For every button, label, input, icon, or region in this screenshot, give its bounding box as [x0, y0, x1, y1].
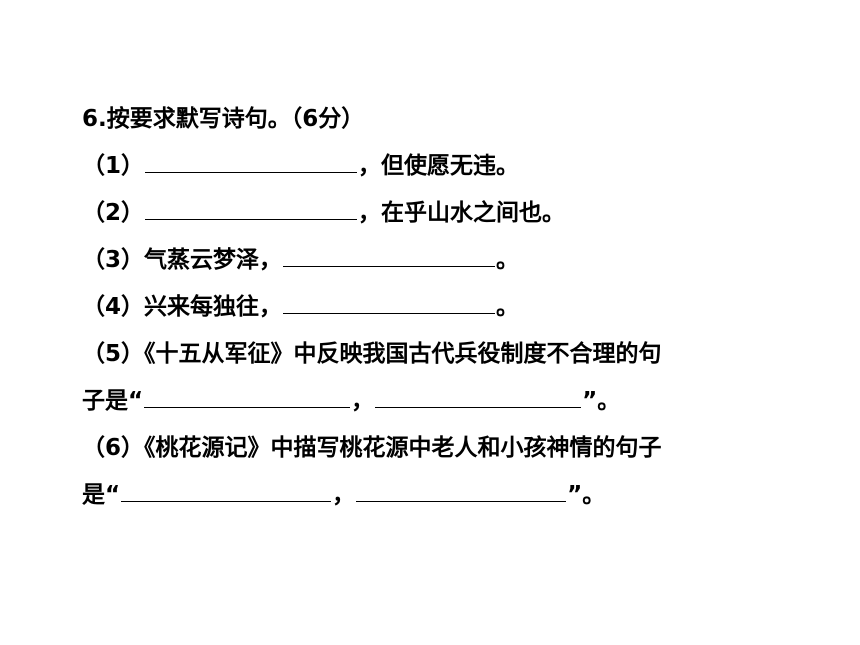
item-5-blank-1[interactable]	[144, 380, 351, 408]
item-5-blank-2[interactable]	[375, 380, 582, 408]
item-3-number: （3）	[82, 247, 145, 273]
item-2: （2） ，在乎山水之间也。	[82, 190, 782, 237]
question-title: 6.按要求默写诗句。（6分）	[82, 106, 365, 132]
item-3-text: 气蒸云梦泽，	[144, 247, 283, 273]
item-6-blank-2[interactable]	[356, 474, 567, 502]
item-4-end: 。	[496, 294, 520, 320]
item-4-blank[interactable]	[283, 286, 496, 314]
item-1-text: ，但使愿无违。	[358, 153, 520, 179]
item-6-line-2: 是“ ， ”。	[82, 472, 782, 519]
item-5-end: ”。	[582, 388, 621, 414]
exercise-document: 6.按要求默写诗句。（6分） （1） ，但使愿无违。 （2） ，在乎山水之间也。 （…	[82, 96, 782, 519]
item-2-text: ，在乎山水之间也。	[358, 200, 566, 226]
item-6-comma: ，	[332, 482, 356, 508]
item-6-blank-1[interactable]	[121, 474, 332, 502]
item-5-line-2: 子是“ ， ”。	[82, 378, 782, 425]
item-6-number: （6）	[82, 435, 145, 461]
item-1: （1） ，但使愿无违。	[82, 143, 782, 190]
item-6-text-cont: 是“	[82, 482, 121, 508]
item-4-text: 兴来每独往，	[144, 294, 283, 320]
item-3-blank[interactable]	[283, 239, 496, 267]
item-5-text-cont: 子是“	[82, 388, 144, 414]
item-4: （4）兴来每独往， 。	[82, 284, 782, 331]
item-2-blank[interactable]	[145, 192, 358, 220]
item-3: （3）气蒸云梦泽， 。	[82, 237, 782, 284]
item-6-line-1: （6）《桃花源记》中描写桃花源中老人和小孩神情的句子	[82, 425, 782, 472]
item-2-number: （2）	[82, 200, 145, 226]
item-3-end: 。	[496, 247, 520, 273]
item-5-text: 《十五从军征》中反映我国古代兵役制度不合理的句	[144, 341, 662, 367]
item-6-text: 《桃花源记》中描写桃花源中老人和小孩神情的句子	[144, 435, 662, 461]
item-6-end: ”。	[567, 482, 606, 508]
item-1-blank[interactable]	[145, 145, 358, 173]
item-5-line-1: （5）《十五从军征》中反映我国古代兵役制度不合理的句	[82, 331, 782, 378]
item-1-number: （1）	[82, 153, 145, 179]
item-5-comma: ，	[351, 388, 375, 414]
item-4-number: （4）	[82, 294, 145, 320]
item-5-number: （5）	[82, 341, 145, 367]
